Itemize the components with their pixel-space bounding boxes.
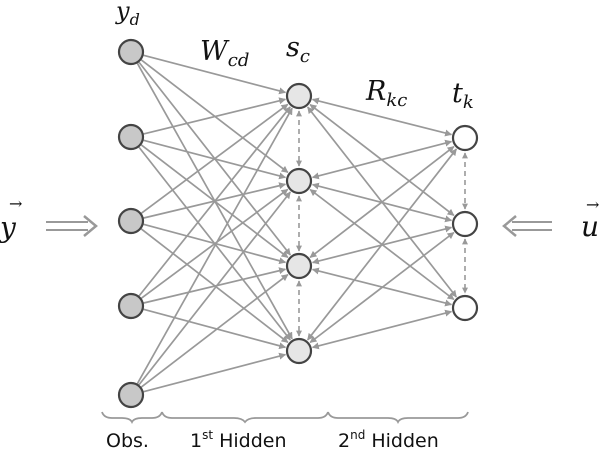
- observed-node-1: [117, 123, 145, 151]
- label-u-vector: → u: [581, 195, 599, 243]
- bracket-label-obs: Obs.: [106, 430, 149, 450]
- hidden2-node-2: [451, 294, 479, 322]
- edge-obs-4-h1-2: [140, 273, 289, 388]
- edge-h1-3-h2-1: [309, 231, 455, 344]
- label-y-vector: → y: [0, 194, 22, 244]
- bracket-hidden2: 2nd Hidden: [327, 411, 469, 450]
- edge-obs-3-h1-1: [140, 188, 289, 299]
- edge-obs-4-h1-1: [138, 191, 292, 386]
- edges-layer: [136, 54, 468, 393]
- edge-obs-4-h1-0: [136, 107, 293, 385]
- edge-obs-3-h1-2: [143, 267, 287, 304]
- hidden1-node-3: [285, 337, 313, 365]
- svg-text:→: →: [586, 195, 599, 214]
- svg-text:→: →: [9, 194, 22, 213]
- hidden2-node-0: [451, 124, 479, 152]
- observed-node-4: [117, 381, 145, 409]
- edge-h1-2-h2-0: [309, 145, 455, 259]
- label-w-cd: Wcd: [200, 36, 249, 71]
- svg-text:u: u: [581, 210, 599, 243]
- bracket-hidden1: 1st Hidden: [161, 411, 329, 450]
- observed-node-3: [117, 292, 145, 320]
- svg-text:y: y: [0, 211, 17, 244]
- label-y-d: yd: [115, 0, 140, 29]
- hidden2-node-1: [451, 210, 479, 238]
- hidden1-node-1: [285, 167, 313, 195]
- edge-obs-0-h1-0: [143, 54, 287, 95]
- edge-obs-1-h1-0: [143, 97, 287, 135]
- label-s-c: sc: [286, 32, 310, 67]
- nodes-layer: [117, 38, 479, 409]
- bracket-label-hidden2: 2nd Hidden: [338, 428, 439, 450]
- bracket-observed: Obs.: [101, 411, 163, 450]
- bracket-label-hidden1: 1st Hidden: [190, 428, 287, 450]
- edge-obs-3-h1-3: [143, 308, 287, 350]
- edge-obs-2-h1-0: [140, 103, 289, 214]
- edge-obs-3-h1-0: [138, 106, 291, 297]
- input-arrow-right: [502, 215, 552, 237]
- edge-h1-1-h2-0: [311, 139, 453, 180]
- observed-node-0: [117, 38, 145, 66]
- edge-h1-3-h2-2: [311, 309, 453, 350]
- hidden1-node-0: [285, 82, 313, 110]
- edge-obs-4-h1-3: [143, 352, 287, 393]
- input-arrow-left: [46, 215, 98, 237]
- observed-node-2: [117, 207, 145, 235]
- edge-h1-3-h2-0: [306, 148, 458, 341]
- label-t-k: tk: [452, 78, 474, 113]
- hidden1-node-2: [285, 252, 313, 280]
- label-r-kc: Rkc: [365, 76, 407, 111]
